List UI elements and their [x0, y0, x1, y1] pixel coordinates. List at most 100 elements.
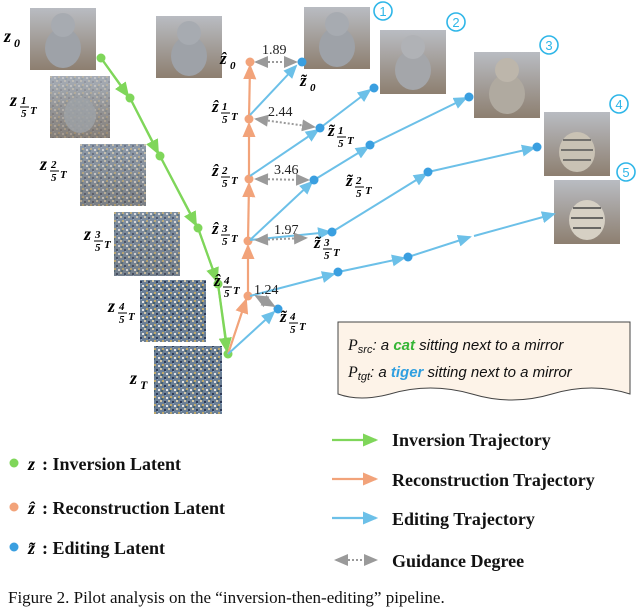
svg-text:z̃: z̃: [345, 171, 353, 190]
svg-text:5: 5: [324, 250, 330, 262]
legend-reconstruction-trajectory: Reconstruction Trajectory: [332, 470, 595, 490]
legend-guidance-degree: Guidance Degree: [334, 551, 524, 571]
svg-text:T: T: [140, 378, 148, 392]
svg-text:T: T: [231, 111, 239, 123]
image-z0: [30, 8, 96, 70]
edit-dot: [315, 123, 325, 133]
edit-dot: [333, 267, 343, 277]
label-hat-z3: ẑ 3 5 T: [211, 219, 239, 248]
image-edit-3: [474, 52, 540, 118]
svg-text:5: 5: [290, 324, 296, 336]
recon-dot-2: [244, 174, 254, 184]
image-edit-4: [544, 112, 610, 176]
edit-dot: [365, 140, 375, 150]
svg-text:5: 5: [356, 188, 362, 200]
guidance-value-2: 3.46: [274, 163, 299, 178]
image-edit-1: [304, 7, 370, 69]
label-tilde-z3: z̃ 3 5 T: [313, 233, 341, 262]
svg-text:T: T: [104, 239, 112, 251]
inversion-labels: z 0 z 1 5 T z 2 5 T z 3 5 T z 4 5: [3, 26, 148, 392]
marker-3: 3: [539, 35, 559, 55]
svg-text:1: 1: [379, 4, 386, 19]
svg-text:T: T: [30, 105, 38, 117]
edit-dot: [403, 252, 413, 262]
svg-text:: Inversion Latent: : Inversion Latent: [42, 454, 181, 474]
label-z2: z 2 5 T: [39, 154, 68, 184]
legend-reconstruction-latent: ẑ : Reconstruction Latent: [9, 498, 225, 518]
reconstruction-dot-icon: [9, 502, 19, 512]
svg-text:2: 2: [452, 15, 459, 30]
svg-text:T: T: [347, 135, 355, 147]
svg-text:1: 1: [21, 95, 27, 107]
legend-editing-latent: z̃ : Editing Latent: [9, 538, 165, 558]
label-tilde-z4: z̃ 4 5 T: [279, 307, 307, 336]
label-tilde-z1: z̃ 1 5 T: [327, 121, 355, 150]
editing-images: [304, 7, 620, 244]
svg-text:0: 0: [230, 60, 236, 72]
prompt-tgt: Ptgt: a tiger sitting next to a mirror: [347, 364, 573, 383]
reconstruction-trajectory: [226, 57, 257, 355]
svg-text:5: 5: [622, 165, 629, 180]
guidance-degree-links: 1.89 2.44 3.46 1.97 1.24: [254, 43, 316, 308]
svg-text:ẑ: ẑ: [211, 97, 219, 116]
svg-text:z: z: [9, 90, 17, 110]
inversion-dot-4: [213, 279, 223, 289]
inversion-dot-icon: [9, 458, 19, 468]
svg-text:1: 1: [222, 101, 228, 113]
svg-text:2: 2: [221, 165, 228, 177]
svg-text:ẑ: ẑ: [211, 219, 219, 238]
svg-text:5: 5: [95, 242, 101, 254]
svg-text:5: 5: [21, 108, 27, 120]
label-hat-z0: ẑ 0: [219, 49, 236, 72]
svg-text:T: T: [231, 233, 239, 245]
legend-inversion-trajectory: Inversion Trajectory: [332, 430, 551, 450]
guidance-value-0: 1.89: [262, 43, 287, 58]
label-z4: z 4 5 T: [107, 296, 136, 326]
svg-text:z: z: [129, 368, 137, 388]
edit-dot: [273, 304, 283, 314]
svg-text:ẑ: ẑ: [211, 161, 219, 180]
label-z1: z 1 5 T: [9, 90, 38, 120]
svg-text:2: 2: [50, 159, 57, 171]
inversion-dot-3: [193, 223, 203, 233]
svg-text:4: 4: [118, 301, 125, 313]
svg-text:T: T: [299, 321, 307, 333]
label-tilde-z2: z̃ 2 5 T: [345, 171, 373, 200]
svg-text:z̃: z̃: [327, 121, 335, 140]
svg-text:T: T: [233, 285, 241, 297]
marker-2: 2: [446, 12, 466, 32]
svg-text:z: z: [83, 224, 91, 244]
svg-text:4: 4: [615, 97, 622, 112]
recon-dot-4: [243, 291, 253, 301]
svg-text:5: 5: [338, 138, 344, 150]
svg-text:3: 3: [323, 237, 330, 249]
label-tilde-z0: z̃ 0: [299, 71, 316, 94]
label-z3: z 3 5 T: [83, 224, 112, 254]
svg-text:z: z: [107, 296, 115, 316]
svg-text:5: 5: [119, 314, 125, 326]
editing-dot-icon: [9, 542, 19, 552]
svg-text:4: 4: [289, 311, 296, 323]
inversion-dot-2: [155, 151, 165, 161]
image-z3: [114, 212, 180, 276]
guidance-value-3: 1.97: [274, 223, 299, 238]
svg-text:ẑ: ẑ: [219, 49, 227, 68]
marker-5: 5: [616, 162, 636, 182]
inversion-dot-0: [96, 53, 106, 63]
svg-text:z̃: z̃: [299, 71, 307, 90]
label-hat-z2: ẑ 2 5 T: [211, 161, 239, 190]
guidance-value-1: 2.44: [268, 105, 293, 120]
marker-4: 4: [609, 94, 629, 114]
image-recon-top: [156, 16, 222, 78]
edit-dot: [327, 227, 337, 237]
svg-text:5: 5: [51, 172, 57, 184]
edit-dot: [532, 142, 542, 152]
edit-dot: [423, 167, 433, 177]
figure-caption: Figure 2. Pilot analysis on the “inversi…: [8, 588, 445, 607]
svg-text:Inversion Trajectory: Inversion Trajectory: [392, 430, 551, 450]
svg-text:0: 0: [310, 82, 316, 94]
svg-text:T: T: [231, 175, 239, 187]
image-edit-5: [554, 180, 620, 244]
svg-text:T: T: [128, 311, 136, 323]
edit-dot: [309, 175, 319, 185]
